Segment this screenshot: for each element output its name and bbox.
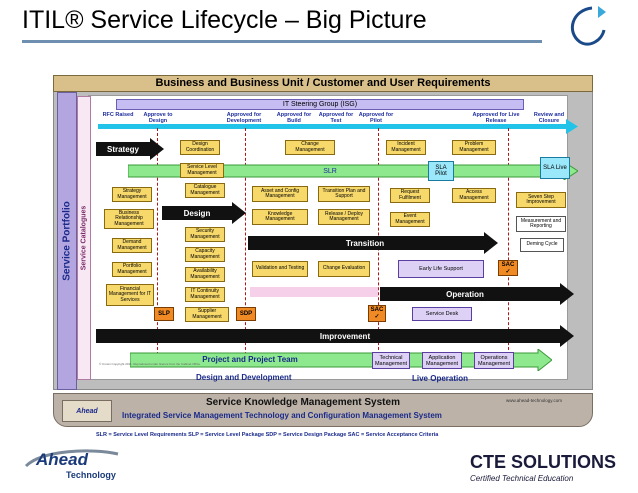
continuity-band xyxy=(250,287,378,297)
design-development-label: Design and Development xyxy=(196,373,292,382)
release-deploy-management-box: Release / Deploy Management xyxy=(318,209,370,225)
milestone-approved-for-development: Approved for Development xyxy=(226,112,262,124)
skms-title: Service Knowledge Management System xyxy=(206,397,400,408)
request-fulfilment-box: Request Fulfilment xyxy=(390,188,430,203)
sac-marker-live: SAC ✓ xyxy=(498,260,518,276)
availability-management-box: Availability Management xyxy=(185,267,225,282)
security-management-box: Security Management xyxy=(185,227,225,242)
strategy-label: Strategy xyxy=(106,144,139,154)
lifecycle-flow-line xyxy=(98,124,572,129)
skms-bar xyxy=(53,393,593,427)
ahead-wordmark: Ahead xyxy=(36,450,88,469)
flow-arrowhead-icon xyxy=(566,119,578,134)
cte-swoosh-logo xyxy=(570,6,606,46)
abbreviations-legend: SLR = Service Level Requirements SLP = S… xyxy=(96,432,439,438)
service-desk-box: Service Desk xyxy=(412,307,472,321)
it-continuity-management-box: IT Continuity Management xyxy=(185,287,225,302)
sla-pilot-box: SLA Pilot xyxy=(428,161,454,181)
change-evaluation-box: Change Evaluation xyxy=(318,261,370,277)
problem-management-box: Problem Management xyxy=(452,140,496,155)
sac-marker-pilot: SAC ✓ xyxy=(368,305,386,322)
ahead-technology-logo: Ahead Technology xyxy=(22,446,132,486)
copyright-note: © Crown Copyright 2011. Reproduced under… xyxy=(99,362,200,366)
measurement-reporting-box: Measurement and Reporting xyxy=(516,216,566,232)
asset-config-management-box: Asset and Config Management xyxy=(252,186,308,202)
live-operation-label: Live Operation xyxy=(412,374,469,383)
milestone-approved-for-test: Approved for Test xyxy=(318,112,354,124)
sdp-marker: SDP xyxy=(236,307,256,321)
technology-wordmark: Technology xyxy=(66,470,116,480)
technical-management-box: Technical Management xyxy=(372,352,410,369)
early-life-support-box: Early Life Support xyxy=(398,260,484,278)
supplier-management-box: Supplier Management xyxy=(185,307,229,322)
capacity-management-box: Capacity Management xyxy=(185,247,225,262)
ahead-swoosh-icon xyxy=(24,449,119,468)
transition-plan-support-box: Transition Plan and Support xyxy=(318,186,370,202)
service-catalogues-label: Service Catalogues xyxy=(80,205,88,271)
approve-design-line xyxy=(157,128,158,360)
page-title: ITIL® Service Lifecycle – Big Picture xyxy=(22,6,427,34)
project-team-label: Project and Project Team xyxy=(202,355,298,364)
business-relationship-management-box: Business Relationship Management xyxy=(104,209,154,229)
portfolio-management-box: Portfolio Management xyxy=(112,262,152,277)
service-catalogues-band: Service Catalogues xyxy=(77,96,91,380)
deming-cycle-box: Deming Cycle xyxy=(520,238,564,252)
service-level-management-box: Service Level Management xyxy=(180,163,224,178)
incident-management-box: Incident Management xyxy=(386,140,426,155)
demand-management-box: Demand Management xyxy=(112,238,152,253)
milestone-rfc-raised: RFC Raised xyxy=(102,112,134,118)
milestone-review-and-closure: Review and Closure xyxy=(533,112,565,124)
validation-testing-box: Validation and Testing xyxy=(252,261,308,277)
strategy-arrow xyxy=(96,138,164,160)
website-text: www.ahead-technology.com xyxy=(506,398,562,403)
milestone-approve-to-design: Approve to Design xyxy=(143,112,173,124)
skms-subtitle: Integrated Service Management Technology… xyxy=(122,411,442,420)
change-management-box: Change Management xyxy=(285,140,335,155)
strategy-management-box: Strategy Management xyxy=(112,187,152,202)
development-line xyxy=(245,128,246,360)
service-portfolio-band: Service Portfolio xyxy=(57,92,77,390)
milestone-approved-for-live-release: Approved for Live Release xyxy=(472,112,520,124)
slp-marker: SLP xyxy=(154,307,174,321)
milestone-approved-for-pilot: Approved for Pilot xyxy=(358,112,394,124)
event-management-box: Event Management xyxy=(390,212,430,227)
it-steering-group-bar: IT Steering Group (ISG) xyxy=(116,99,524,110)
financial-management-box: Financial Management for IT Services xyxy=(106,284,154,306)
design-coordination-box: Design Coordination xyxy=(180,140,220,155)
improvement-arrow xyxy=(96,325,574,347)
transition-label: Transition xyxy=(345,238,385,248)
requirements-bar: Business and Business Unit / Customer an… xyxy=(53,75,593,92)
ahead-mini-logo: Ahead xyxy=(62,400,112,422)
design-label: Design xyxy=(183,208,211,218)
cte-tagline: Certified Technical Education xyxy=(470,474,574,483)
catalogue-management-box: Catalogue Management xyxy=(185,183,225,198)
slr-label: SLR xyxy=(323,167,337,175)
milestone-approved-for-build: Approved for Build xyxy=(276,112,312,124)
operation-arrow xyxy=(380,283,574,305)
sla-live-box: SLA Live xyxy=(540,157,570,179)
operations-management-box: Operations Management xyxy=(474,352,514,369)
access-management-box: Access Management xyxy=(452,188,496,203)
title-underline xyxy=(22,40,542,43)
application-management-box: Application Management xyxy=(422,352,462,369)
design-arrow xyxy=(162,202,246,224)
live-release-line xyxy=(508,128,509,360)
operation-label: Operation xyxy=(446,289,484,299)
seven-step-improvement-box: Seven Step Improvement xyxy=(516,192,566,208)
transition-arrow xyxy=(248,232,498,254)
cte-solutions-wordmark: CTE SOLUTIONS xyxy=(470,452,617,472)
service-portfolio-label: Service Portfolio xyxy=(61,201,73,281)
knowledge-management-box: Knowledge Management xyxy=(252,209,308,225)
improvement-label: Improvement xyxy=(319,331,371,341)
